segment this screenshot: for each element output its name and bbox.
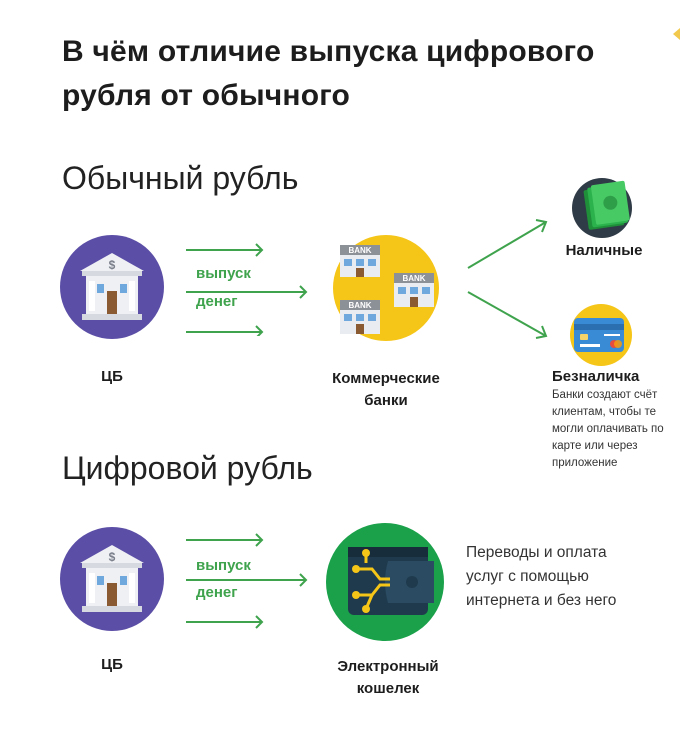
cashless-note-line: клиентам, чтобы те (552, 406, 656, 418)
section-heading-regular: Обычный рубль (62, 160, 299, 196)
wallet-note-line: услуг с помощью (466, 568, 589, 585)
issue-arrows-digital (186, 533, 308, 629)
issue-label-line1-digital: выпуск (196, 557, 251, 574)
cashless-note-line: карте или через (552, 440, 638, 452)
banks-caption-line2: банки (364, 392, 408, 409)
split-arrows (467, 219, 548, 339)
cashless-note-line: приложение (552, 457, 618, 469)
banks-caption-line1: Коммерческие (332, 370, 440, 387)
bank-building-icon: $ (60, 235, 164, 339)
svg-text:$: $ (109, 550, 116, 564)
svg-text:$: $ (109, 258, 116, 272)
bank-sign-2: BANK (402, 274, 425, 283)
digital-wallet-icon (326, 523, 444, 641)
wallet-caption-line2: кошелек (356, 680, 420, 697)
cb-caption-regular: ЦБ (101, 368, 123, 385)
bank-building-icon: $ (60, 527, 164, 631)
wallet-caption: Электронный кошелек (318, 656, 458, 700)
bank-sign-3: BANK (348, 301, 371, 310)
bank-sign-1: BANK (348, 246, 371, 255)
issue-label-line1-regular: выпуск (196, 265, 251, 282)
cashless-note: Банки создают счёт клиентам, чтобы те мо… (552, 387, 678, 472)
wallet-note-line: интернета и без него (466, 592, 617, 609)
issue-label-line2-regular: денег (196, 293, 238, 310)
commercial-banks-icon: BANK BANK BANK (333, 235, 439, 341)
cashless-note-line: Банки создают счёт (552, 389, 658, 401)
issue-label-line2-digital: денег (196, 584, 238, 601)
section-heading-digital: Цифровой рубль (62, 450, 313, 486)
banks-caption: Коммерческие банки (318, 368, 454, 412)
issue-arrows-regular (186, 243, 308, 336)
cashless-note-line: могли оплачивать по (552, 423, 664, 435)
cash-bills-icon (572, 178, 632, 238)
cash-caption: Наличные (565, 242, 643, 259)
cashless-caption: Безналичка (552, 368, 640, 385)
wallet-note: Переводы и оплата услуг с помощью интерн… (466, 541, 666, 613)
cb-caption-digital: ЦБ (101, 656, 123, 673)
wallet-note-line: Переводы и оплата (466, 544, 607, 561)
corner-decoration-icon (673, 28, 680, 40)
wallet-caption-line1: Электронный (337, 658, 439, 675)
page-title: В чём отличие выпуска цифрового рубля от… (62, 35, 595, 112)
credit-card-icon (570, 304, 632, 366)
